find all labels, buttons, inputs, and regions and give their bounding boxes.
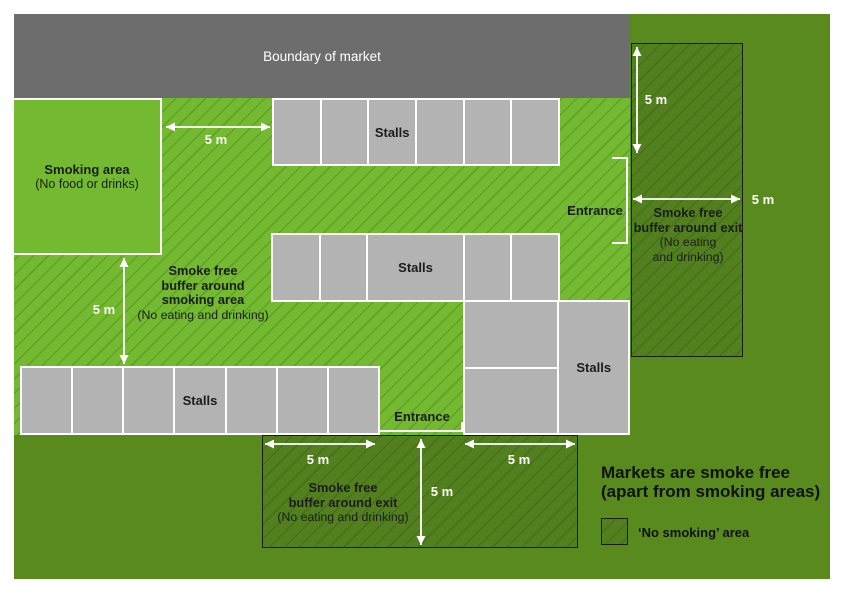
dim-label-exit-bottom-vertical: 5 m xyxy=(430,484,454,499)
stall-cell xyxy=(512,235,559,300)
stalls-row-middle: Stalls xyxy=(271,233,560,302)
stalls-label-bottom: Stalls xyxy=(182,393,218,408)
buffer-exit-bottom-text: Smoke free buffer around exit (No eating… xyxy=(277,480,409,525)
entrance-label-right: Entrance xyxy=(567,203,623,218)
stall-cell: Stalls xyxy=(368,235,463,300)
stall-cell xyxy=(22,368,72,433)
stalls-label-right-block: Stalls xyxy=(576,360,612,375)
buffer-exit-right-note1: (No eating xyxy=(659,235,717,249)
entrance-label-bottom: Entrance xyxy=(394,409,450,424)
stalls-label-middle: Stalls xyxy=(398,260,433,275)
dim-label-smoking-right-gap: 5 m xyxy=(204,132,228,147)
stalls-label-top: Stalls xyxy=(374,124,410,140)
footer-heading-line2: (apart from smoking areas) xyxy=(601,482,821,501)
stall-cell xyxy=(328,368,378,433)
stall-cell xyxy=(464,100,511,164)
stalls-row-top: Stalls xyxy=(272,98,560,166)
stall-cell xyxy=(277,368,327,433)
dim-label-exit-right-vertical: 5 m xyxy=(644,92,668,107)
stall-cell xyxy=(273,235,319,300)
stall-cell: Stalls xyxy=(175,368,225,433)
buffer-exit-right-text: Smoke free buffer around exit (No eating… xyxy=(633,205,743,264)
footer-heading-line1: Markets are smoke free xyxy=(601,463,791,482)
footer-heading: Markets are smoke free (apart from smoki… xyxy=(601,463,820,501)
boundary-label: Boundary of market xyxy=(263,48,381,64)
stall-cell xyxy=(320,235,367,300)
buffer-smoking-note: (No eating and drinking) xyxy=(137,307,269,322)
buffer-exit-bottom-note: (No eating and drinking) xyxy=(277,510,409,524)
stall-cell xyxy=(465,368,558,433)
buffer-exit-right-line2: buffer around exit xyxy=(633,219,743,235)
no-smoking-legend-label: ‘No smoking’ area xyxy=(638,525,750,540)
dim-label-smoking-bottom-gap: 5 m xyxy=(92,302,116,317)
stalls-block-left-column xyxy=(465,302,558,433)
boundary-of-market-bar: Boundary of market xyxy=(14,14,630,98)
dim-label-exit-bottom-left: 5 m xyxy=(306,452,330,467)
stall-cell xyxy=(512,100,559,164)
smoking-area: Smoking area (No food or drinks) xyxy=(14,98,162,255)
dim-label-exit-right-horizontal: 5 m xyxy=(751,192,775,207)
stalls-block-right: Stalls xyxy=(463,300,630,435)
stall-cell xyxy=(226,368,276,433)
stalls-row-bottom: Stalls xyxy=(20,366,380,435)
buffer-smoking-text: Smoke free buffer around smoking area (N… xyxy=(137,263,269,322)
buffer-smoking-line2: buffer around xyxy=(161,277,245,293)
stall-cell xyxy=(465,302,558,367)
buffer-exit-bottom-line1: Smoke free xyxy=(308,480,378,495)
stall-cell: Stalls xyxy=(369,100,416,164)
stall-cell xyxy=(124,368,174,433)
stall-cell xyxy=(274,100,320,164)
stall-cell xyxy=(73,368,123,433)
stall-cell xyxy=(464,235,511,300)
stall-cell: Stalls xyxy=(559,302,628,433)
smoking-area-title: Smoking area xyxy=(44,161,130,177)
stall-cell xyxy=(417,100,463,164)
buffer-smoking-line3: smoking area xyxy=(161,292,245,307)
buffer-exit-right-line1: Smoke free xyxy=(653,205,723,220)
no-smoking-legend-swatch xyxy=(601,518,628,545)
dim-label-exit-bottom-right: 5 m xyxy=(507,452,531,467)
buffer-smoking-line1: Smoke free xyxy=(168,263,238,278)
buffer-exit-right-note2: and drinking) xyxy=(652,249,724,264)
exit-buffer-box-right xyxy=(631,43,743,357)
stall-cell xyxy=(321,100,368,164)
buffer-exit-bottom-line2: buffer around exit xyxy=(288,494,398,510)
smoking-area-subtitle: (No food or drinks) xyxy=(35,176,139,191)
